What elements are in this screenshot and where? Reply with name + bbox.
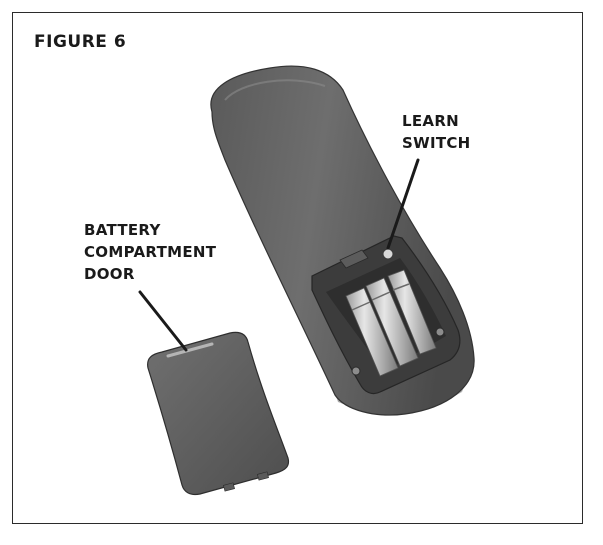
aa-battery-icon [345, 269, 437, 377]
battery-door-leader [138, 290, 188, 352]
learn-switch-icon [382, 248, 394, 260]
remote-control-back-icon [210, 65, 475, 416]
battery-door-icon [147, 331, 290, 496]
figure-title: FIGURE 6 [34, 32, 127, 52]
learn-switch-label-line-2: SWITCH [402, 134, 471, 152]
battery-door-label-line-3: DOOR [84, 265, 135, 283]
battery-door-label: BATTERY COMPARTMENT DOOR [84, 219, 216, 285]
battery-door-label-line-2: COMPARTMENT [84, 243, 217, 261]
learn-switch-label: LEARN SWITCH [402, 110, 471, 154]
battery-door-label-line-1: BATTERY [84, 221, 161, 239]
learn-switch-label-line-1: LEARN [402, 112, 460, 130]
learn-switch-leader [386, 158, 420, 250]
